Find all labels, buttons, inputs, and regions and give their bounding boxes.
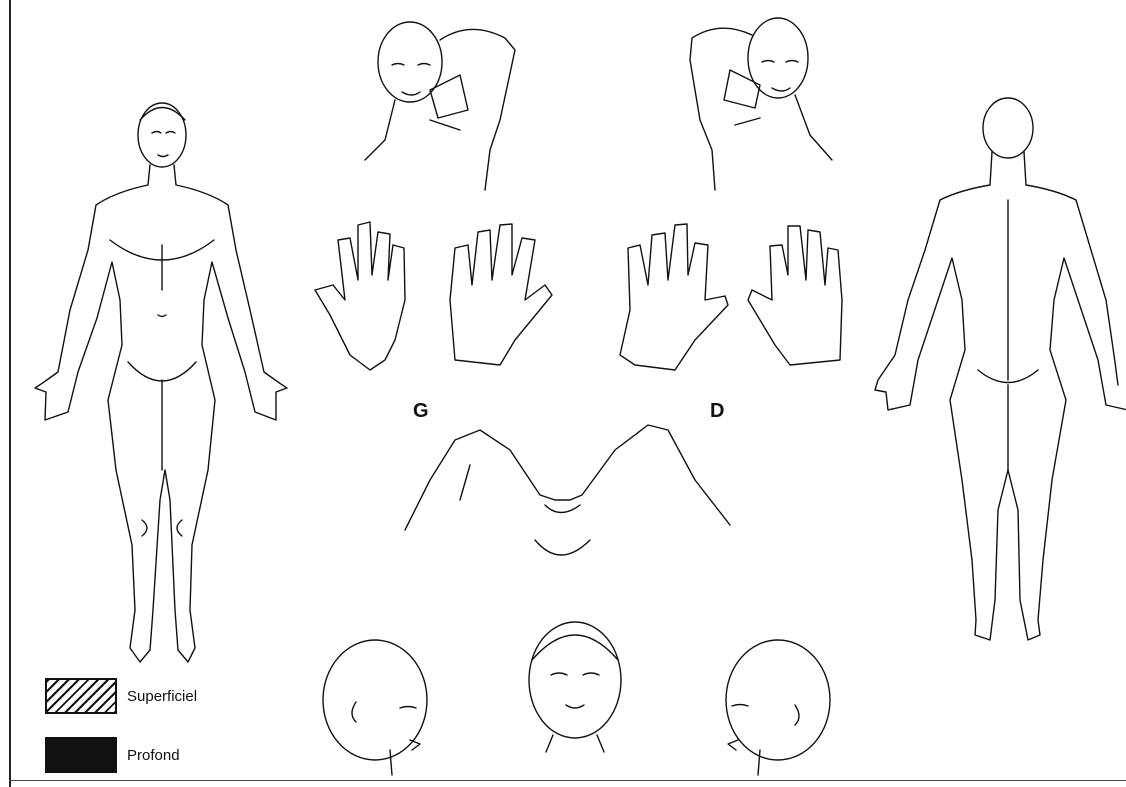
head-right-profile[interactable] xyxy=(726,640,830,775)
legend-item-deep: Profond xyxy=(45,737,180,773)
perineum-figure[interactable] xyxy=(405,425,730,555)
legend-label: Profond xyxy=(127,747,180,764)
solid-swatch xyxy=(45,737,117,773)
right-side-label: D xyxy=(710,400,724,423)
left-side-label: G xyxy=(413,400,429,423)
legend-item-superficial: Superficiel xyxy=(45,678,197,714)
legend-label: Superficiel xyxy=(127,688,197,705)
head-front[interactable] xyxy=(529,622,621,752)
front-body-figure[interactable] xyxy=(35,103,287,662)
hatched-swatch xyxy=(45,678,117,714)
head-arm-raised-right[interactable] xyxy=(690,18,832,190)
head-left-profile[interactable] xyxy=(323,640,427,775)
right-hand-back[interactable] xyxy=(748,226,842,365)
left-hand-back[interactable] xyxy=(450,224,552,365)
head-arm-raised-left[interactable] xyxy=(365,22,515,190)
right-palm[interactable] xyxy=(620,224,728,370)
back-body-figure[interactable] xyxy=(875,98,1126,640)
left-palm[interactable] xyxy=(315,222,405,370)
